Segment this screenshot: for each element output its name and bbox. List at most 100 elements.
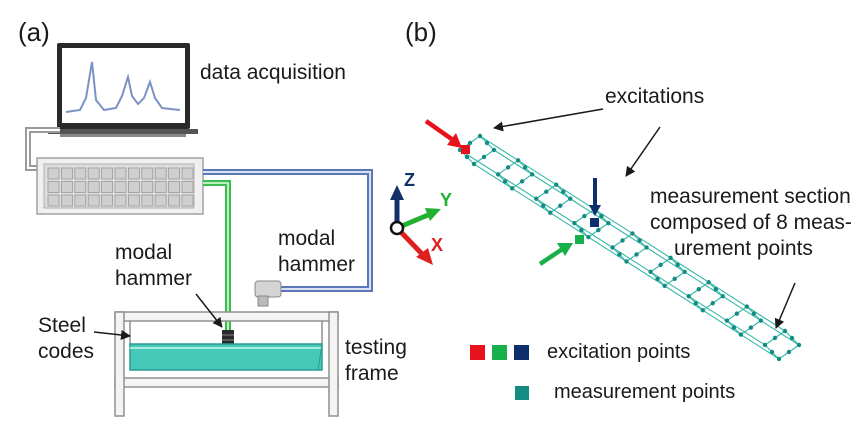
measurement-point	[467, 140, 473, 146]
measurement-point	[495, 172, 501, 177]
measurement-point	[662, 283, 667, 289]
measurement-section-line2: composed of 8 meas-	[650, 211, 852, 234]
measurement-point	[509, 186, 515, 191]
daq-channel-slot	[87, 167, 100, 180]
measurement-point	[505, 165, 511, 170]
measurement-point	[548, 210, 553, 215]
measurement-point	[751, 311, 757, 316]
measurement-point	[558, 203, 563, 208]
daq-channel-slot	[141, 167, 154, 180]
daq-channel-slot	[141, 194, 154, 207]
measurement-point	[484, 140, 490, 146]
steel-codes-pointer	[93, 330, 131, 340]
testing-frame	[114, 311, 339, 417]
daq-channel-slot	[61, 181, 73, 193]
daq-channel-slot	[154, 181, 167, 193]
daq-channel-slot	[61, 194, 73, 207]
measurement-point	[502, 179, 508, 184]
daq-channel-slot	[101, 181, 113, 193]
measurement-point	[796, 342, 802, 348]
daq-channel-slot	[74, 167, 87, 180]
measurement-point	[586, 234, 591, 240]
daq-channel-slot	[114, 167, 127, 180]
measurement-point	[561, 189, 566, 194]
data-acquisition-label: data acquisition	[200, 61, 346, 84]
measurement-point	[762, 342, 768, 348]
hammer-pointer	[195, 293, 223, 328]
measurement-point	[731, 325, 737, 330]
modal-hammer-left	[222, 330, 234, 346]
steel-beam	[129, 343, 323, 371]
measurement-point	[572, 220, 577, 226]
measurement-point	[644, 245, 649, 250]
measurement-point	[620, 238, 625, 243]
measurement-point	[522, 165, 528, 170]
measurement-point	[544, 189, 549, 194]
measurement-point	[713, 287, 718, 292]
daq-channel-slot	[181, 194, 194, 207]
measurement-point	[637, 238, 642, 243]
measurement-point	[675, 262, 680, 268]
legend-excitation-label: excitation points	[547, 341, 691, 363]
measurement-point	[786, 349, 792, 355]
measurement-point	[693, 301, 698, 306]
measurement-point	[529, 172, 535, 177]
measurement-section	[726, 305, 762, 336]
daq-channel-slot	[101, 194, 113, 207]
steel-codes-line2: codes	[38, 340, 95, 363]
measurement-point	[624, 259, 629, 264]
measurement-point	[686, 294, 691, 299]
measurement-point	[738, 332, 744, 337]
axis-origin	[389, 220, 405, 236]
daq-channel-slot	[127, 181, 140, 193]
legend-swatch-navy	[514, 345, 529, 360]
excitations-label: excitations	[605, 85, 705, 108]
measurement-section-line1: measurement section	[650, 185, 851, 208]
measurement-point	[617, 252, 622, 257]
legend-measurement-label: measurement points	[554, 381, 736, 403]
measurement-section	[535, 184, 572, 214]
measurement-point	[720, 294, 725, 299]
daq-channel-slot	[154, 167, 167, 180]
measurement-point	[491, 147, 497, 153]
daq-channel-slot	[47, 181, 60, 193]
daq-channel-slot	[154, 194, 167, 207]
legend-swatch-red	[470, 345, 485, 360]
x-axis-label: X	[431, 235, 444, 255]
measurement-section	[649, 257, 686, 287]
daq-channel-slot	[168, 167, 181, 180]
measurement-point	[758, 318, 764, 323]
measurement-point	[769, 349, 775, 355]
modal-hammer-right-line1: modal	[278, 227, 336, 250]
excitations-pointer-2	[625, 126, 661, 177]
measurement-point	[582, 213, 587, 219]
daq-channel-slot	[181, 167, 194, 180]
measurement-point	[744, 304, 750, 309]
green-cable	[203, 180, 231, 332]
section-pointer	[774, 282, 796, 329]
modal-hammer-right	[254, 280, 282, 307]
modal-hammer-left-line1: modal	[115, 241, 173, 264]
measurement-point	[519, 179, 525, 184]
excitation-marker-red	[461, 145, 470, 154]
z-axis-label: Z	[404, 170, 415, 190]
green-excitation-arrow	[538, 246, 566, 266]
measurement-point	[568, 196, 573, 201]
panel-b-label: (b)	[405, 17, 437, 47]
modal-hammer-left-line2: hammer	[115, 267, 193, 290]
measurement-point	[710, 301, 715, 306]
modal-hammer-right-line2: hammer	[278, 253, 356, 276]
measurement-point	[772, 335, 778, 341]
daq-channel-slot	[47, 167, 60, 180]
excitation-marker-green	[575, 235, 584, 244]
measurement-point	[724, 318, 730, 323]
measurement-point	[477, 133, 483, 139]
daq-channel-slot	[181, 181, 194, 193]
measurement-point	[610, 245, 615, 250]
daq-channel-slot	[127, 194, 140, 207]
measurement-point	[634, 252, 639, 257]
measurement-section	[497, 159, 533, 190]
measurement-point	[682, 269, 687, 275]
measurement-point	[541, 203, 546, 208]
measurement-section	[764, 330, 800, 360]
